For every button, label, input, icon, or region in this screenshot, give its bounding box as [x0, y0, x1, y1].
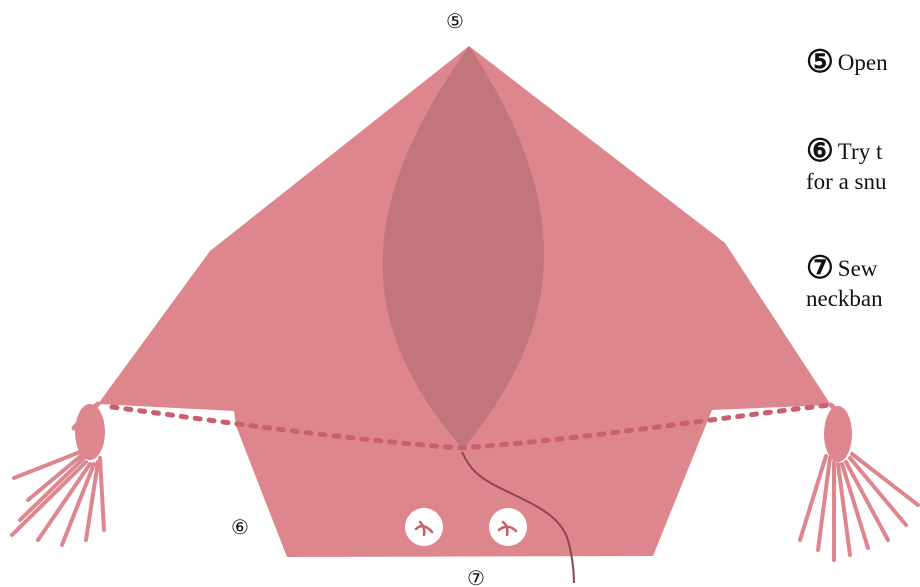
left-tassel	[12, 404, 105, 545]
step-7-line-2: neckban	[806, 286, 883, 311]
step-7-number: ⑦	[806, 250, 834, 285]
step-6-number: ⑥	[806, 133, 834, 168]
step-7-line-1: Sew	[838, 256, 878, 281]
step-6-line-1: Try t	[838, 139, 883, 164]
step-5-line-1: Open	[838, 50, 888, 75]
button-left	[405, 508, 443, 546]
right-tassel	[800, 405, 918, 560]
step-6-line-2: for a snu	[806, 169, 886, 194]
callout-step-5: ⑤	[446, 11, 464, 31]
callout-step-6: ⑥	[231, 517, 249, 537]
button-right	[489, 508, 527, 546]
callout-step-7: ⑦	[467, 568, 485, 587]
step-5-number: ⑤	[806, 44, 834, 79]
